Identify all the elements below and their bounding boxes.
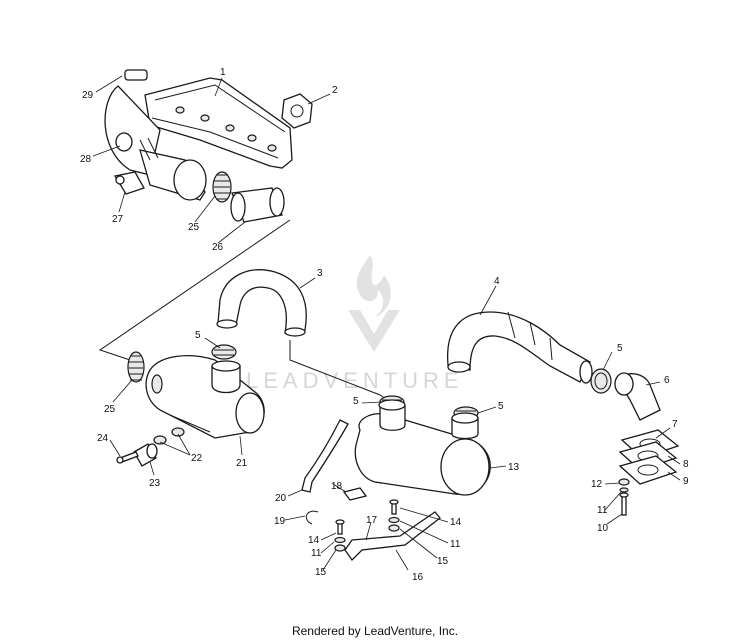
- callout-9: 9: [683, 476, 689, 487]
- spring-upper: [212, 171, 232, 203]
- leader-lines: [92, 75, 681, 571]
- callout-11-left: 11: [311, 548, 322, 559]
- routing-line-left: [98, 219, 291, 361]
- bolt-10: [619, 492, 629, 516]
- callout-14-right: 14: [450, 517, 462, 528]
- grommets-22: [153, 427, 185, 445]
- expansion-chamber-21: [145, 355, 265, 439]
- callout-2: 2: [332, 85, 338, 96]
- callout-29: 29: [82, 90, 94, 101]
- hanger-strap-20: [301, 419, 349, 493]
- callout-26: 26: [212, 242, 224, 253]
- bolt-14-left: [335, 519, 345, 535]
- exhaust-manifold: [104, 69, 293, 176]
- callout-3: 3: [317, 268, 323, 279]
- tail-pipe-4: [446, 311, 593, 384]
- callout-5-left: 5: [195, 330, 201, 341]
- spring-lower: [127, 351, 145, 383]
- callout-13: 13: [508, 462, 520, 473]
- callout-23: 23: [149, 478, 161, 489]
- rubber-mount-23: [133, 443, 158, 467]
- callout-14-left: 14: [308, 535, 320, 546]
- callout-25-upper: 25: [188, 222, 200, 233]
- nut-12: [618, 478, 630, 486]
- callout-15-right: 15: [437, 556, 449, 567]
- callout-12: 12: [591, 479, 603, 490]
- watermark-text: LEADVENTURE: [246, 368, 464, 393]
- callout-10: 10: [597, 523, 609, 534]
- callout-4: 4: [494, 276, 500, 287]
- callout-6: 6: [664, 375, 670, 386]
- callout-8: 8: [683, 459, 689, 470]
- callout-25-lower: 25: [104, 404, 116, 415]
- callout-5-right: 5: [498, 401, 504, 412]
- spring-5-far-right: [590, 368, 612, 394]
- callout-21: 21: [236, 458, 248, 469]
- spring-5-left: [211, 344, 237, 360]
- gasket-9: [618, 455, 678, 485]
- callout-17: 17: [366, 515, 378, 526]
- callout-15-left: 15: [315, 567, 327, 578]
- footer-credit: Rendered by LeadVenture, Inc.: [291, 624, 459, 638]
- rubber-block-18: [342, 487, 368, 501]
- callout-18: 18: [331, 481, 343, 492]
- leadventure-watermark: LEADVENTURE: [246, 255, 464, 393]
- washer-11-right: [619, 487, 629, 493]
- washer-11-center: [388, 516, 400, 524]
- callout-20: 20: [275, 493, 287, 504]
- clamp-bracket: [113, 171, 145, 195]
- callout-19: 19: [274, 516, 286, 527]
- head-pipe-3: [216, 269, 307, 337]
- bolt-24: [116, 451, 139, 464]
- callout-1: 1: [220, 67, 226, 78]
- nut-15-left: [334, 544, 346, 552]
- callout-11-center: 11: [450, 539, 461, 550]
- clip-19: [305, 510, 319, 525]
- nut-15-right: [388, 524, 400, 532]
- callout-28: 28: [80, 154, 92, 165]
- muffler-13: [354, 399, 491, 496]
- callout-24: 24: [97, 433, 109, 444]
- callout-7: 7: [672, 419, 678, 430]
- callout-5-center: 5: [353, 396, 359, 407]
- callout-16: 16: [412, 572, 424, 583]
- washer-11-left: [334, 536, 346, 544]
- callout-11-right: 11: [597, 505, 608, 516]
- exhaust-coupler: [139, 137, 207, 201]
- sleeve: [230, 187, 285, 223]
- manifold-gasket: [281, 93, 313, 129]
- bolt-14-right: [389, 499, 399, 515]
- callout-22: 22: [191, 453, 203, 464]
- muffler-bracket-16: [344, 511, 441, 562]
- outlet-elbow-6: [614, 372, 661, 421]
- callout-27: 27: [112, 214, 124, 225]
- callouts: 1 2 3 4 5 5 5 5 6 7 8 9 10 11 11 11 12 1…: [80, 67, 689, 583]
- callout-5-far-right: 5: [617, 343, 623, 354]
